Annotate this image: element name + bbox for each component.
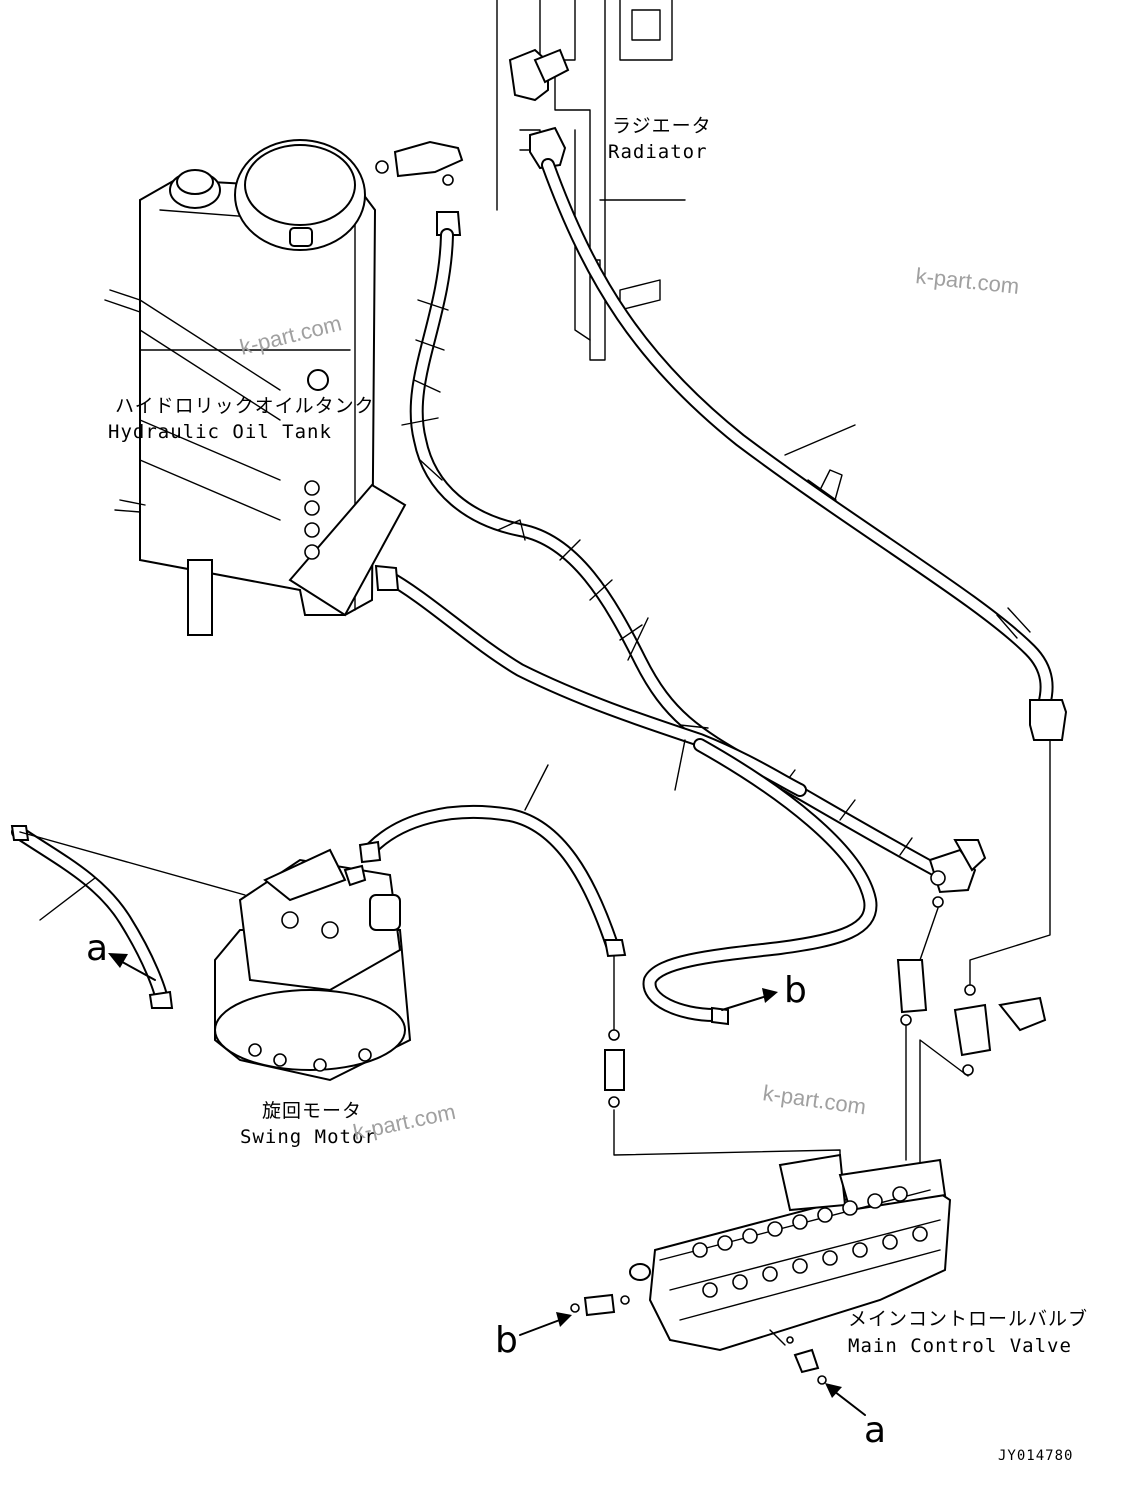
ref-a-swing: a: [86, 928, 108, 969]
swing-motor-hose: [365, 738, 878, 1026]
spiral-wrapped-hose: [401, 228, 987, 894]
tank-label-jp: ハイドロリックオイルタンク: [115, 395, 375, 417]
radiator-fitting: [508, 48, 570, 170]
reference-arrows: [108, 953, 866, 1416]
swing-drain-hose: [10, 825, 246, 1009]
watermark-3: k-part.com: [761, 1080, 867, 1119]
mcv-label-jp: メインコントロールバルブ: [848, 1307, 1088, 1330]
ref-b-hose: b: [784, 970, 807, 1011]
drawing-code: JY014780: [998, 1448, 1073, 1464]
swing-motor-label-en: Swing Motor: [240, 1126, 377, 1148]
ref-b-mcv: b: [495, 1320, 518, 1361]
radiator-return-hose: [541, 158, 1068, 741]
mcv-label-en: Main Control Valve: [848, 1335, 1072, 1357]
watermark-4: k-part.com: [351, 1099, 458, 1145]
swing-motor: [214, 840, 412, 1082]
ref-a-mcv: a: [864, 1410, 886, 1451]
watermark-1: k-part.com: [914, 263, 1020, 299]
mcv-connection-lines: [604, 739, 1051, 1176]
swing-motor-label-jp: 旋回モータ: [262, 1100, 362, 1122]
hydraulic-oil-tank: [104, 139, 407, 636]
tank-port-hose: [374, 564, 807, 797]
radiator-label-jp: ラジエータ: [612, 115, 712, 137]
radiator-frame: [496, 0, 686, 361]
main-control-valve: [570, 1153, 952, 1385]
radiator-label-en: Radiator: [608, 141, 708, 163]
tank-label-en: Hydraulic Oil Tank: [108, 421, 332, 443]
tank-top-fitting: [375, 140, 464, 236]
